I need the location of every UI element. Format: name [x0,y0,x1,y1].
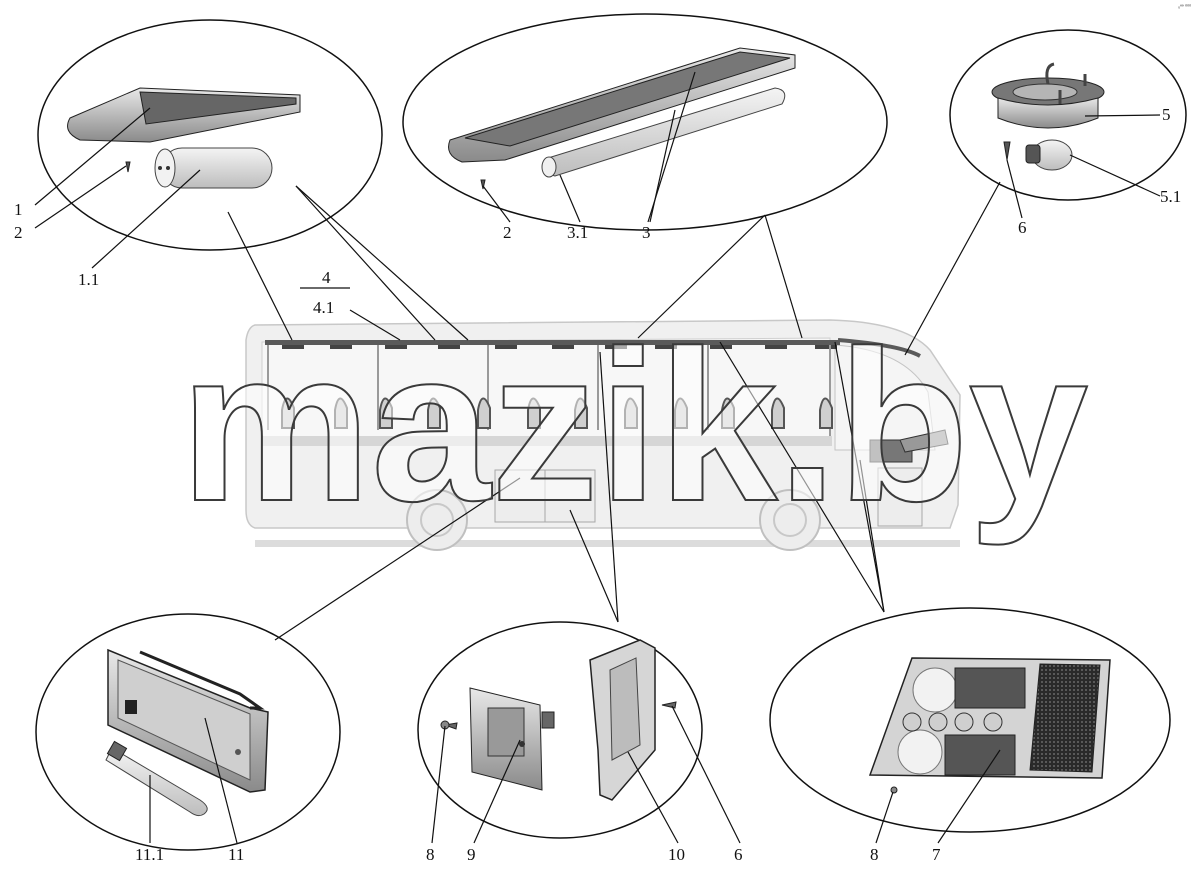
fluorescent-tube-3-1 [541,87,786,178]
screw-icon [480,179,486,190]
fluorescent-tube-1-1 [154,147,273,189]
dome-lamp-5 [991,62,1105,129]
detail-circle-2 [402,13,888,231]
label-11-1: 11.1 [135,845,164,864]
label-9: 9 [467,845,476,864]
label-8: 8 [426,845,435,864]
bulb-5-1 [1025,139,1073,171]
rear-wheel [406,489,468,551]
lamp-9 [469,687,555,791]
label-3: 3 [642,223,651,242]
label-7: 7 [932,845,941,864]
bus-body [245,319,961,551]
label-2: 2 [503,223,512,242]
label-6: 6 [734,845,743,864]
label-2: 2 [14,223,23,242]
label-8: 8 [870,845,879,864]
label-1: 1 [14,200,23,219]
housing-10 [589,639,656,801]
label-5: 5 [1162,105,1171,124]
corner-mark: ₀ºº ⁰⁰⁰ [1178,4,1191,10]
label-10: 10 [668,845,685,864]
fluorescent-lamp-fixture-3 [448,47,796,163]
label-6: 6 [1018,218,1027,237]
label-11: 11 [228,845,244,864]
detail-circle-6 [769,607,1171,833]
screw-icon [125,161,131,173]
screw-icon [1003,141,1011,161]
front-wheel [759,489,821,551]
label-3-1: 3.1 [567,223,588,242]
passenger-seats [281,397,833,429]
control-panel-7 [868,657,1111,779]
detail-circle-4 [35,613,341,851]
leader-lines [34,71,1161,844]
label-4-1: 4.1 [313,298,334,317]
callout-labels: 1 2 1.1 4 4.1 2 3.1 3 5 5.1 6 11.1 11 8 … [14,105,1181,864]
watermark: mazik.by [180,305,1088,546]
detail-circle-1 [37,19,383,251]
detail-circle-3 [949,29,1187,201]
label-5-1: 5.1 [1160,187,1181,206]
label-4: 4 [322,268,331,287]
label-1-1: 1.1 [78,270,99,289]
tube-11-1 [105,740,208,817]
lamp-11 [107,648,269,793]
screw-icon [890,786,898,794]
detail-circle-5 [417,621,703,839]
